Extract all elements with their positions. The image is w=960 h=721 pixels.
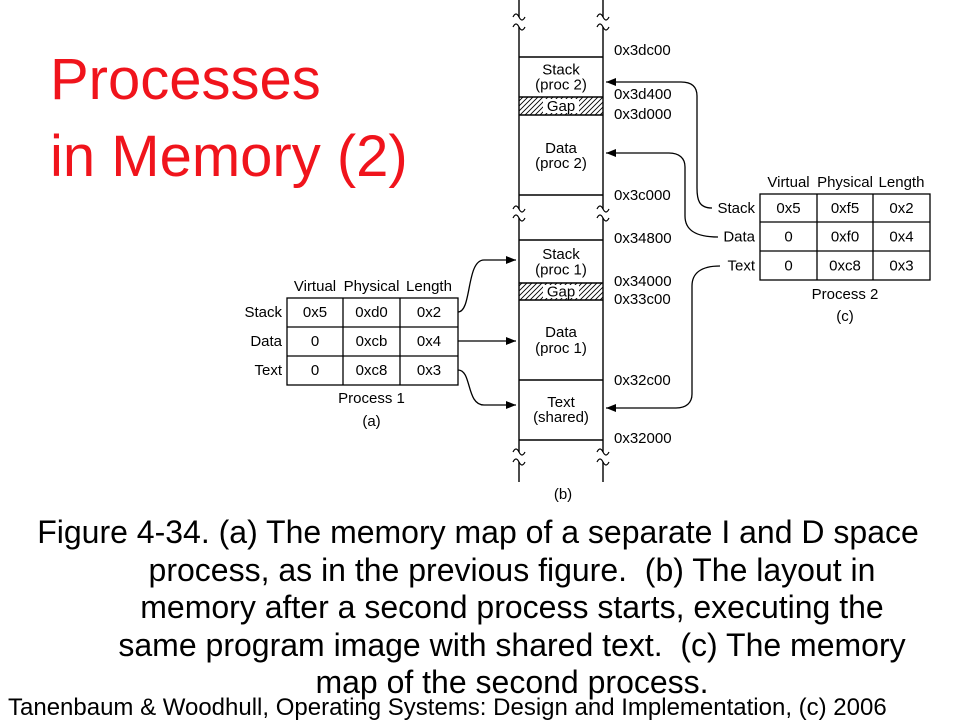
arrow-process2-data <box>606 149 719 238</box>
address-label: 0x33c00 <box>614 291 671 308</box>
table-cell: 0x2 <box>889 200 913 217</box>
slide-footer: Tanenbaum & Woodhull, Operating Systems:… <box>8 694 887 721</box>
column-header-virtual: Virtual <box>294 278 336 295</box>
figure-caption: Figure 4-34. (a) The memory map of a sep… <box>37 514 924 702</box>
table-cell: 0 <box>311 333 319 350</box>
row-label: Text <box>254 362 282 379</box>
slide-title: Processes in Memory (2) <box>50 41 408 195</box>
table-cell: 0xd0 <box>355 304 388 321</box>
address-label: 0x3dc00 <box>614 42 671 59</box>
caption-line: memory after a second process starts, ex… <box>140 589 884 625</box>
mapping-arrows <box>457 78 721 412</box>
break-marks <box>512 13 610 466</box>
table-cell: 0xf5 <box>831 200 859 217</box>
arrow-process2-stack <box>606 78 713 209</box>
column-header-length: Length <box>406 278 452 295</box>
table-cell: 0xcb <box>356 333 388 350</box>
row-label: Text <box>727 258 755 275</box>
column-header-physical: Physical <box>344 278 400 295</box>
panel-label-c: (c) <box>836 308 854 325</box>
table-cell: 0xc8 <box>829 258 861 275</box>
address-label: 0x3c000 <box>614 187 671 204</box>
table-cell: 0x3 <box>889 258 913 275</box>
arrow-process2-text <box>606 265 721 412</box>
segment-label-gap-lower: Gap <box>547 284 575 301</box>
table-cell: 0x3 <box>417 362 441 379</box>
process-2-memory-map: Virtual Physical Length Stack 0x5 0xf5 0… <box>717 174 931 325</box>
address-label: 0x34000 <box>614 273 672 290</box>
row-label: Data <box>723 229 755 246</box>
arrow-process1-stack <box>457 256 516 313</box>
address-label: 0x32c00 <box>614 372 671 389</box>
segment-label-data-proc1: Data <box>545 324 577 341</box>
segment-sublabel-stack-proc1: (proc 1) <box>535 262 587 279</box>
table-frame <box>759 193 931 281</box>
table-cell: 0xc8 <box>356 362 388 379</box>
gap-label-background <box>543 99 579 113</box>
panel-label-b: (b) <box>554 486 572 503</box>
panel-label-a: (a) <box>362 413 380 430</box>
table-cell: 0x4 <box>889 229 913 246</box>
table-cell: 0 <box>784 258 792 275</box>
segment-label-stack-proc2: Stack <box>542 62 580 79</box>
table-title: Process 1 <box>338 390 405 407</box>
segment-label-gap-upper: Gap <box>547 98 575 115</box>
table-cell: 0x4 <box>417 333 441 350</box>
row-label: Stack <box>244 304 282 321</box>
row-label: Stack <box>717 200 755 217</box>
break-mark-top <box>512 13 610 31</box>
caption-line: process, as in the previous figure. (b) … <box>148 551 876 588</box>
table-cell: 0x2 <box>417 304 441 321</box>
break-mark-bottom <box>512 448 610 466</box>
address-label: 0x32000 <box>614 430 672 447</box>
segment-label-text-shared: Text <box>547 394 575 411</box>
address-label: 0x3d400 <box>614 86 672 103</box>
memory-layout: Stack (proc 2) Gap Data (proc 2) Stack (… <box>512 0 672 503</box>
segment-sublabel-data-proc2: (proc 2) <box>535 155 587 172</box>
table-cell: 0xf0 <box>831 229 859 246</box>
row-label: Data <box>250 333 282 350</box>
table-title: Process 2 <box>812 286 879 303</box>
caption-line: Figure 4-34. (a) The memory map of a sep… <box>37 514 919 550</box>
slide-title-line-2: in Memory (2) <box>50 124 408 189</box>
memory-column-lines <box>518 0 604 482</box>
caption-line: same program image with shared text. (c)… <box>118 626 906 663</box>
column-header-physical: Physical <box>817 174 873 191</box>
address-label: 0x3d000 <box>614 106 672 123</box>
table-cell: 0 <box>311 362 319 379</box>
segment-sublabel-text-shared: (shared) <box>533 409 589 426</box>
column-header-virtual: Virtual <box>767 174 809 191</box>
segment-sublabel-stack-proc2: (proc 2) <box>535 77 587 94</box>
caption-line: map of the second process. <box>315 664 709 700</box>
column-header-length: Length <box>879 174 925 191</box>
address-label: 0x34800 <box>614 230 672 247</box>
table-cell: 0x5 <box>303 304 327 321</box>
segment-label-stack-proc1: Stack <box>542 246 580 263</box>
segment-label-data-proc2: Data <box>545 140 577 157</box>
arrow-process1-text <box>457 369 516 409</box>
break-mark-middle <box>512 205 610 222</box>
process-2-table-grid <box>759 193 931 281</box>
slide-title-line-1: Processes <box>50 47 321 112</box>
gap-label-background <box>543 285 579 298</box>
segment-sublabel-data-proc1: (proc 1) <box>535 340 587 357</box>
table-cell: 0 <box>784 229 792 246</box>
process-1-memory-map: Virtual Physical Length Stack 0x5 0xd0 0… <box>244 278 459 430</box>
table-cell: 0x5 <box>776 200 800 217</box>
